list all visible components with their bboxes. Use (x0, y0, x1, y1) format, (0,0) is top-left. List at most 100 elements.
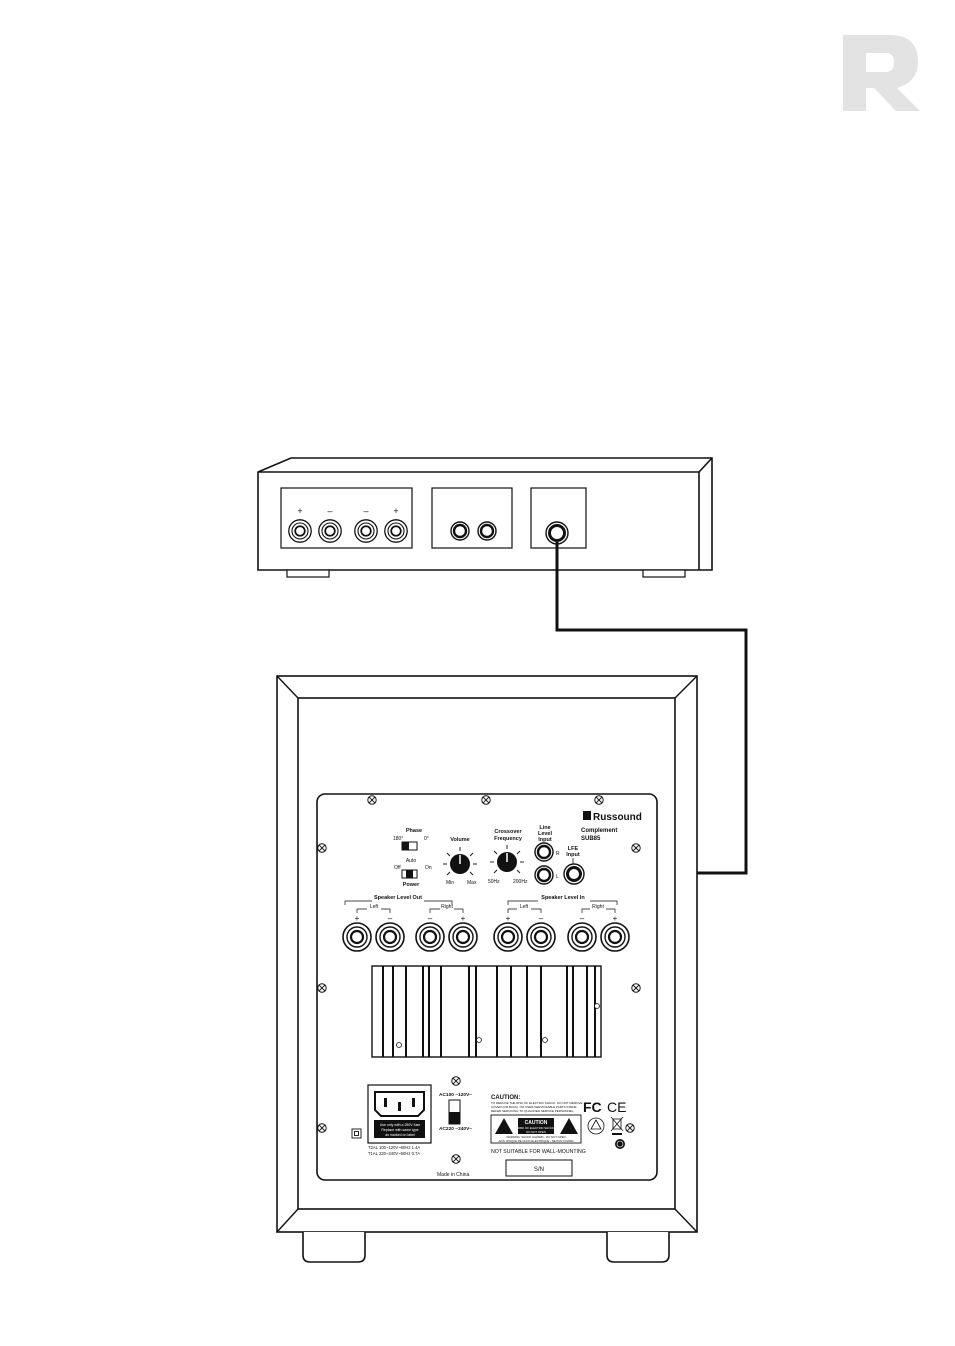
caution-label-title: CAUTION (525, 1120, 548, 1126)
voltage-high-label: AC220 ~240V~ (439, 1126, 472, 1132)
line-input-right-label: R (556, 851, 560, 857)
speaker-in-terminal-label: – (539, 914, 544, 923)
volume-title: Volume (450, 837, 469, 843)
receiver-line-out-panel (431, 487, 513, 549)
speaker-in-terminal-label: + (613, 914, 618, 923)
speaker-in-left-label: Left (520, 904, 529, 910)
speaker-out-right-label: Right (441, 904, 453, 910)
heat-sink (371, 965, 602, 1058)
double-insulation-icon (351, 1128, 362, 1139)
receiver-unit: + – – + (257, 457, 713, 578)
screw-icon (451, 1076, 461, 1086)
voltage-selector-switch[interactable] (448, 1099, 461, 1125)
screw-icon (594, 795, 604, 805)
speaker-out-binding-post[interactable] (414, 921, 446, 953)
power-switch[interactable] (401, 869, 418, 879)
speaker-level-out-title: Speaker Level Out (374, 895, 422, 901)
caution-text-line1: TO REDUCE THE RISK OF ELECTRIC SHOCK, DO… (491, 1101, 583, 1105)
line-level-title-line3: Input (538, 837, 552, 843)
crossover-max-label: 200Hz (513, 879, 528, 885)
line-input-left-label: L (556, 874, 559, 880)
screw-icon (631, 983, 641, 993)
volume-max-label: Max (467, 880, 477, 886)
attention-warning-icon (560, 1118, 578, 1134)
fuse-rating-low: T2AL 100~120V~60Hz 1.4A (368, 1145, 420, 1150)
screw-icon (631, 843, 641, 853)
receiver-foot-right (642, 569, 686, 578)
russound-logo-mark (843, 35, 920, 111)
line-input-right-jack[interactable] (533, 841, 555, 863)
line-level-title-line2: Level (538, 831, 553, 837)
speaker-out-binding-post[interactable] (374, 921, 406, 953)
screw-icon (317, 1123, 327, 1133)
not-suitable-wall-mounting: NOT SUITABLE FOR WALL-MOUNTING (491, 1149, 586, 1155)
volume-min-label: Min (446, 880, 454, 886)
ul-listing-icon (615, 1139, 625, 1149)
speaker-in-terminal-label: – (580, 914, 585, 923)
speaker-out-terminal-label: + (461, 914, 466, 923)
receiver-terminal-label: + (297, 506, 302, 516)
receiver-sub-out-jack (545, 521, 569, 545)
speaker-out-binding-post[interactable] (447, 921, 479, 953)
power-on-label: On (425, 865, 432, 871)
screw-icon (317, 983, 327, 993)
speaker-in-binding-post[interactable] (525, 921, 557, 953)
phase-switch[interactable] (401, 841, 418, 851)
weee-bin-icon (610, 1116, 624, 1135)
voltage-low-label: AC100 ~120V~ (439, 1092, 472, 1098)
screw-icon (625, 1123, 635, 1133)
fuse-notice-line2: Replace with same type (381, 1128, 418, 1132)
receiver-binding-post (383, 518, 409, 544)
lfe-input-jack[interactable] (563, 863, 585, 885)
serial-number-box (505, 1159, 573, 1177)
phase-left-label: 180° (393, 836, 403, 842)
receiver-rca-jack (476, 520, 498, 542)
subwoofer-foot-right (606, 1232, 670, 1263)
crossover-title-line1: Crossover (494, 829, 522, 835)
screw-icon (481, 795, 491, 805)
fcc-mark: FC (583, 1099, 602, 1115)
speaker-in-binding-post[interactable] (599, 921, 631, 953)
phase-title: Phase (406, 828, 422, 834)
screw-icon (451, 1154, 461, 1164)
receiver-binding-post (353, 518, 379, 544)
receiver-terminal-label: – (327, 506, 332, 516)
warning-text-line1: WARNING: SHOCK HAZARD - DO NOT OPEN (506, 1135, 565, 1139)
speaker-in-binding-post[interactable] (566, 921, 598, 953)
receiver-speaker-output-panel (280, 487, 413, 549)
power-auto-label: Auto (406, 858, 417, 864)
lfe-title-line2: Input (566, 852, 580, 858)
speaker-out-binding-post[interactable] (341, 921, 373, 953)
speaker-out-terminal-label: – (388, 914, 393, 923)
caution-text-line3: REFER SERVICING TO QUALIFIED SERVICE PER… (491, 1109, 574, 1113)
receiver-binding-post (287, 518, 313, 544)
speaker-in-binding-post[interactable] (492, 921, 524, 953)
line-input-left-jack[interactable] (533, 864, 555, 886)
caution-text-line2: COVER (OR BACK). NO USER-SERVICEABLE PAR… (491, 1105, 578, 1109)
receiver-foot-left (286, 569, 330, 578)
receiver-terminal-label: + (393, 506, 398, 516)
fuse-notice-line1: Use only with a 250V fuse (380, 1123, 421, 1127)
subwoofer-foot-left (302, 1232, 366, 1263)
ac-power-inlet[interactable] (367, 1084, 432, 1144)
speaker-level-in-title: Speaker Level In (541, 895, 585, 901)
fuse-notice-line3: as marked on label (385, 1133, 415, 1137)
phase-right-label: 0° (424, 836, 429, 842)
caution-label-sub2: DO NOT OPEN (526, 1130, 546, 1134)
made-in-label: Made in China (437, 1172, 469, 1178)
speaker-out-left-label: Left (370, 904, 379, 910)
model-line-1: Complement (581, 828, 617, 834)
serial-number-label: S/N (534, 1167, 544, 1173)
safety-certification-icon (587, 1117, 605, 1135)
speaker-out-terminal-label: – (428, 914, 433, 923)
caution-label-sub1: RISK OF ELECTRIC SHOCK (518, 1126, 555, 1130)
screw-icon (367, 795, 377, 805)
caution-title: CAUTION: (491, 1095, 520, 1101)
speaker-out-terminal-label: + (355, 914, 360, 923)
line-level-title-line1: Line (539, 825, 550, 831)
amplifier-plate: Russound Complement SUB85 Phase 180° 0° … (316, 793, 658, 1181)
lfe-title-line1: LFE (568, 846, 579, 852)
volume-knob[interactable] (443, 847, 477, 876)
crossover-knob[interactable] (490, 845, 524, 874)
